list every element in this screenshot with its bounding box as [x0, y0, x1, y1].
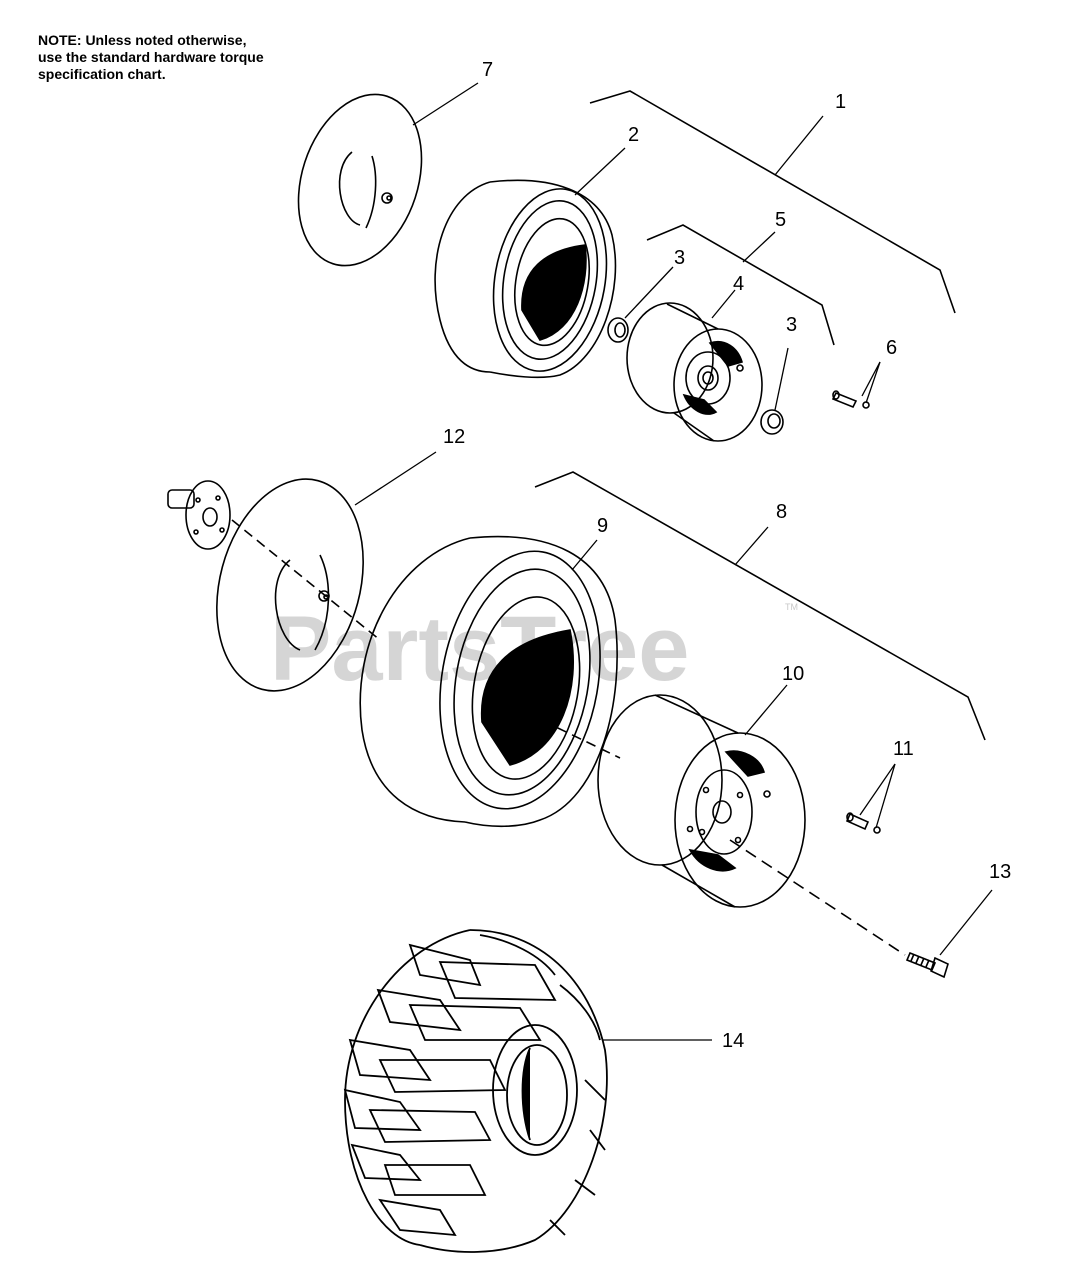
bracket-5	[646, 224, 835, 346]
hub-icon	[167, 480, 381, 641]
note-line-1: NOTE: Unless noted otherwise,	[38, 32, 247, 48]
leader-lines	[354, 82, 993, 1041]
callout-9: 9	[597, 515, 608, 537]
note-line-3: specification chart.	[38, 66, 166, 82]
inner-tube-icon	[216, 478, 364, 692]
callout-14: 14	[722, 1030, 744, 1052]
callout-2: 2	[628, 124, 639, 146]
watermark-text: PartsTree	[270, 598, 689, 700]
callout-4: 4	[733, 273, 744, 295]
bracket-1	[589, 90, 956, 314]
bearing-icon	[760, 409, 784, 435]
callout-6: 6	[886, 337, 897, 359]
bearing-icon	[607, 317, 629, 343]
callout-10: 10	[782, 663, 804, 685]
front-rim-icon	[626, 302, 763, 442]
callout-12: 12	[443, 426, 465, 448]
callout-5: 5	[775, 209, 786, 231]
front-tire-icon	[434, 179, 617, 379]
inner-tube-icon	[297, 93, 423, 267]
note-line-2: use the standard hardware torque	[38, 49, 264, 65]
bolt-icon	[905, 951, 949, 979]
rear-rim-icon	[597, 694, 906, 956]
bracket-8	[534, 471, 986, 741]
callout-3: 3	[786, 314, 797, 336]
callout-13: 13	[989, 861, 1011, 883]
callout-1: 1	[835, 91, 846, 113]
callout-11: 11	[893, 738, 914, 760]
valve-stem-icon	[845, 812, 881, 834]
tractor-tire-icon	[343, 929, 608, 1253]
torque-note: NOTE: Unless noted otherwise, use the st…	[38, 32, 264, 83]
rear-tire-icon	[359, 535, 621, 828]
callout-3: 3	[674, 247, 685, 269]
callout-7: 7	[482, 59, 493, 81]
callout-8: 8	[776, 501, 787, 523]
watermark-trademark: TM	[785, 602, 798, 612]
